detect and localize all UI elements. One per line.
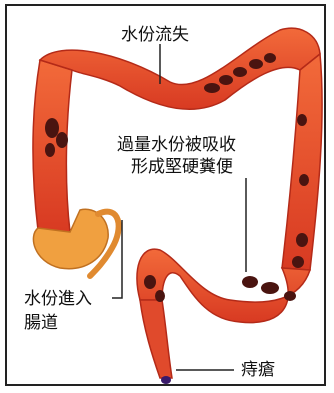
label-water-loss: 水份流失 (121, 24, 189, 46)
label-absorb-line1: 過量水份被吸收 (117, 134, 236, 156)
label-enter-line2: 腸道 (24, 312, 58, 334)
label-absorb-line2: 形成堅硬糞便 (131, 156, 233, 178)
rectum (140, 300, 172, 378)
hemorrhoid-mark (161, 376, 171, 384)
label-hemorrhoid: 痔瘡 (241, 359, 275, 381)
label-enter-line1: 水份進入 (24, 288, 92, 310)
